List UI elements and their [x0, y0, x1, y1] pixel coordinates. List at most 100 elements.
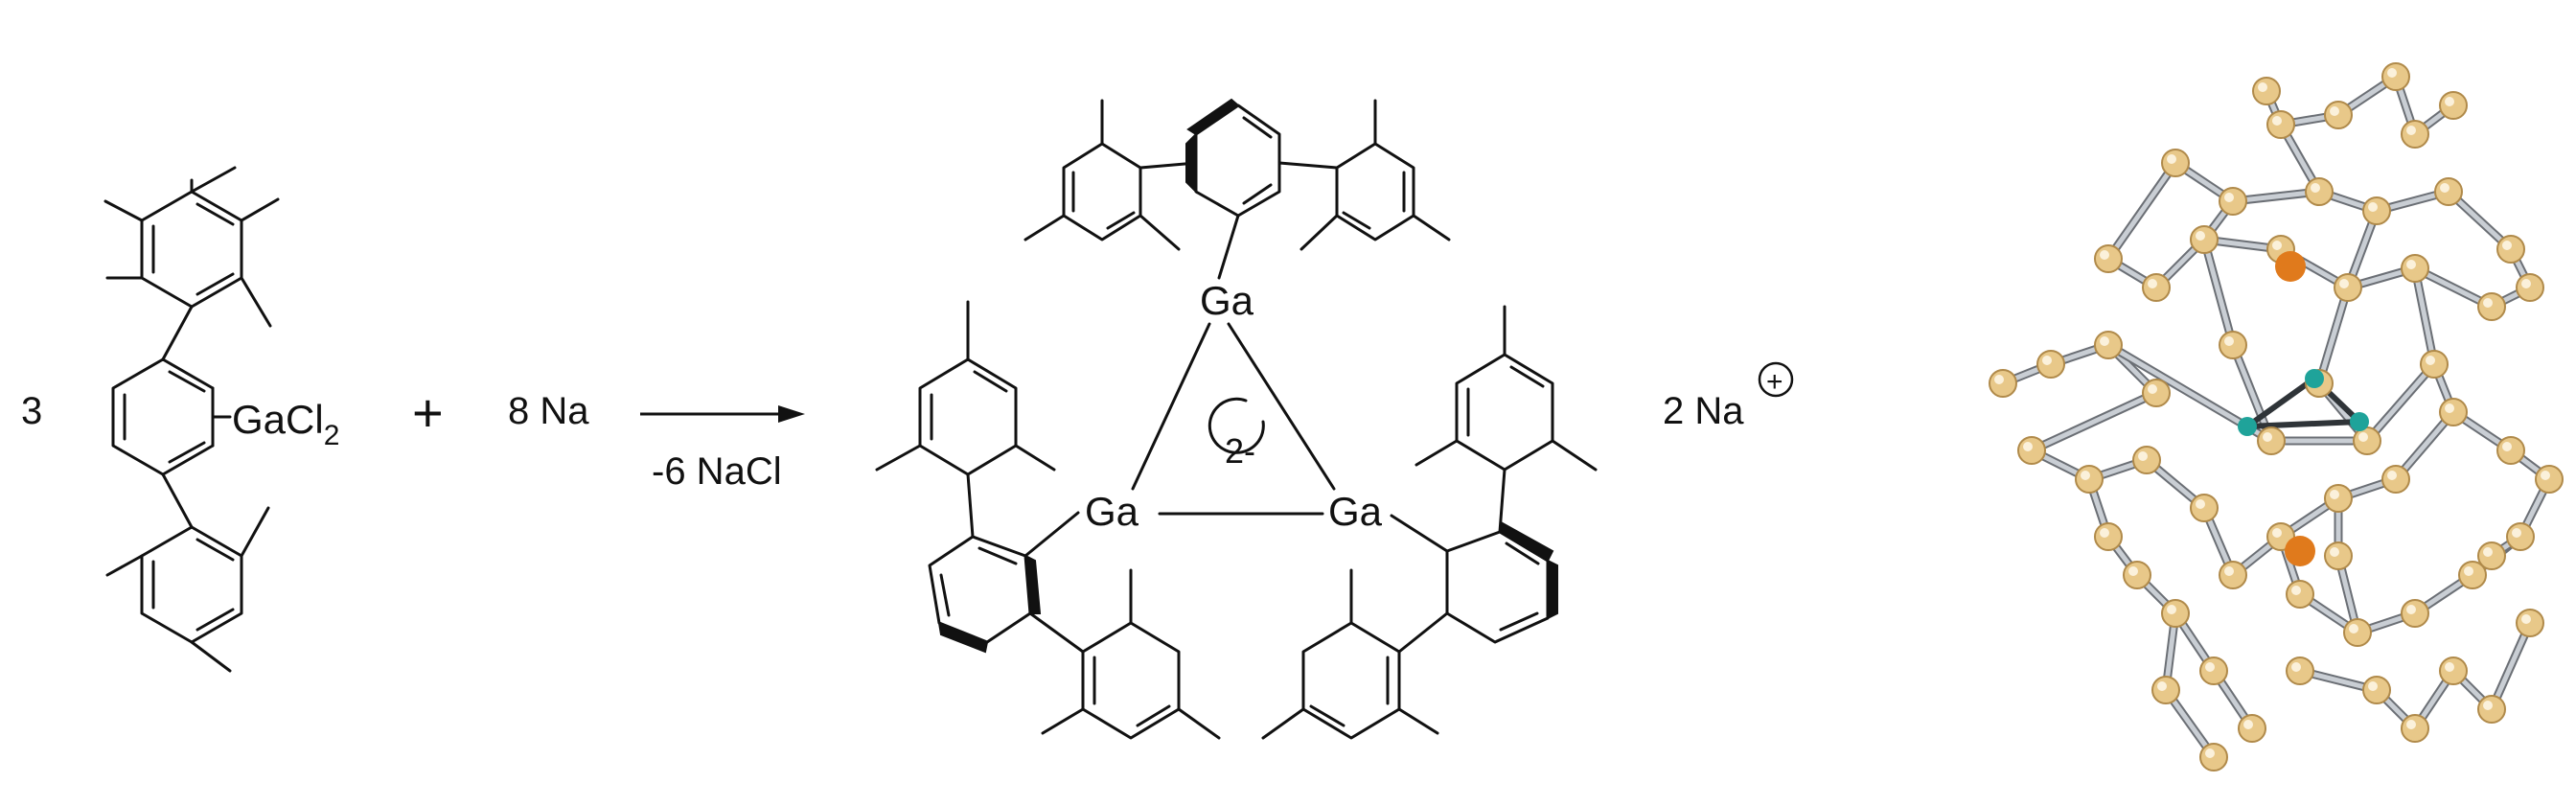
- carbon-atom: [2286, 580, 2314, 609]
- bond-stick-highlight: [2105, 160, 2178, 262]
- carbon-atom: [2324, 484, 2353, 513]
- ring-charge-label: 2-: [1225, 431, 1255, 471]
- atom-highlight: [2512, 528, 2521, 538]
- atom-highlight: [2445, 403, 2454, 413]
- atom-highlight: [2224, 336, 2234, 346]
- atom-highlight: [2464, 566, 2473, 576]
- carbon-atom: [2401, 714, 2429, 743]
- carbon-atom: [2381, 465, 2410, 494]
- gallium-atom: [2238, 417, 2257, 436]
- carbon-atom: [2151, 676, 2180, 704]
- carbon-atom: [2362, 196, 2391, 225]
- atom-highlight: [2339, 279, 2349, 288]
- carbon-atom: [2496, 436, 2525, 465]
- atom-highlight: [2042, 356, 2052, 365]
- carbon-atom: [2535, 465, 2564, 494]
- atom-highlight: [2426, 356, 2435, 365]
- atom-highlight: [2311, 183, 2320, 193]
- carbon-atom: [2439, 656, 2468, 685]
- carbon-atom: [2305, 177, 2334, 206]
- carbon-atom: [2286, 656, 2314, 685]
- product-structure: 2- Ga Ga Ga: [875, 98, 1598, 740]
- carbon-atom: [1989, 369, 2017, 398]
- gallium-atom: [2305, 369, 2324, 388]
- atom-highlight: [2224, 193, 2234, 202]
- carbon-atom: [2017, 436, 2046, 465]
- atom-highlight: [2205, 662, 2215, 672]
- bond-stick-highlight: [2393, 409, 2456, 482]
- atom-highlight: [2445, 662, 2454, 672]
- carbon-atom: [2420, 350, 2449, 379]
- carbon-atom: [2190, 494, 2219, 522]
- atom-highlight: [2330, 547, 2339, 557]
- bond-stick-highlight: [2364, 361, 2437, 444]
- atom-highlight: [2128, 566, 2138, 576]
- carbon-atom: [2401, 599, 2429, 628]
- atom-highlight: [2167, 605, 2176, 614]
- positive-charge-icon: +: [1758, 361, 1794, 398]
- carbon-atom: [2266, 110, 2295, 139]
- arrow-condition-label: -6 NaCl: [652, 450, 782, 493]
- upper-mesityl: [104, 178, 280, 361]
- arrow-right-icon: [640, 405, 805, 423]
- right-terphenyl: [1261, 305, 1598, 740]
- gacl2-label: GaCl2: [232, 397, 339, 451]
- carbon-atom: [2094, 522, 2123, 551]
- atom-highlight: [2157, 681, 2167, 691]
- sodium-reagent-label: 8 Na: [508, 390, 589, 432]
- bond-stick-highlight: [2412, 265, 2437, 367]
- carbon-atom: [2219, 561, 2247, 589]
- carbon-atom: [2094, 244, 2123, 273]
- carbon-atom: [2477, 292, 2506, 321]
- atom-highlight: [1994, 375, 2004, 384]
- atom-highlight: [2445, 97, 2454, 106]
- carbon-atom: [2381, 62, 2410, 91]
- sodium-atom: [2275, 251, 2306, 282]
- reactant-structure: 3 GaCl2: [21, 166, 339, 673]
- atom-highlight: [2368, 202, 2378, 212]
- atom-highlight: [2205, 748, 2215, 758]
- atom-highlight: [2100, 336, 2109, 346]
- left-terphenyl: [875, 300, 1221, 740]
- atom-highlight: [2521, 279, 2531, 288]
- ga-atom-left: Ga: [1085, 489, 1139, 534]
- carbon-atom: [2477, 541, 2506, 570]
- bond-stick-highlight: [2029, 390, 2159, 453]
- carbon-atom: [2506, 522, 2535, 551]
- gallium-atom: [2350, 412, 2369, 431]
- carbon-atom: [2353, 426, 2381, 455]
- carbon-atom: [2401, 120, 2429, 149]
- atom-highlight: [2349, 624, 2358, 633]
- atom-highlight: [2148, 279, 2157, 288]
- atom-highlight: [2406, 260, 2416, 269]
- carbon-atom: [2439, 398, 2468, 426]
- ga-ga-bond: [2246, 419, 2360, 429]
- atom-highlight: [2521, 614, 2531, 624]
- carbon-atom: [2199, 743, 2228, 771]
- carbon-atom: [2477, 695, 2506, 724]
- atom-highlight: [2406, 605, 2416, 614]
- atom-highlight: [2224, 566, 2234, 576]
- carbon-atom: [2324, 541, 2353, 570]
- carbon-atom: [2334, 273, 2362, 302]
- atom-highlight: [2483, 298, 2493, 308]
- atom-highlight: [2167, 154, 2176, 164]
- carbon-atom: [2142, 379, 2171, 407]
- atom-highlight: [2258, 82, 2267, 92]
- carbon-atom: [2199, 656, 2228, 685]
- carbon-atom: [2142, 273, 2171, 302]
- bond-stick-highlight: [2201, 237, 2236, 348]
- atom-highlight: [2100, 250, 2109, 260]
- carbon-atom: [2362, 676, 2391, 704]
- atom-highlight: [2330, 106, 2339, 116]
- carbon-atom: [2075, 465, 2104, 494]
- carbon-atom: [2434, 177, 2463, 206]
- atom-highlight: [2502, 442, 2512, 451]
- bond-stick-highlight: [2316, 285, 2351, 386]
- atom-highlight: [2330, 490, 2339, 499]
- carbon-atom: [2094, 331, 2123, 359]
- central-ring: [111, 357, 215, 476]
- plus-sign: +: [412, 382, 444, 443]
- bond-stick-highlight: [2230, 189, 2322, 204]
